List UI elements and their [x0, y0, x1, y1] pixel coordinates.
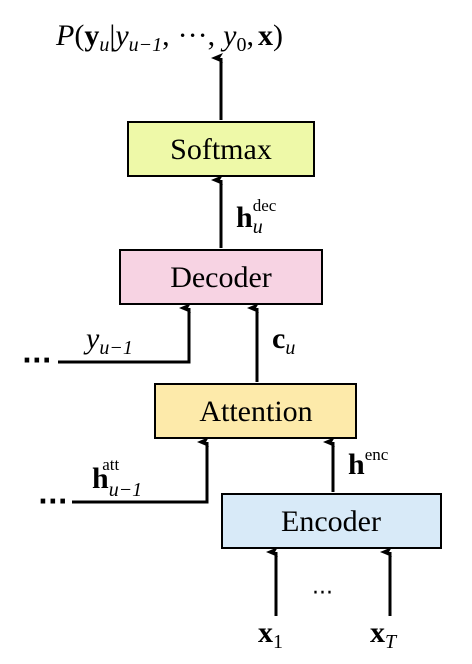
y-prev-dots: ···	[22, 346, 52, 376]
encoder-label: Encoder	[281, 505, 381, 538]
h-enc-label: henc	[348, 445, 389, 481]
input-dots: ···	[312, 581, 333, 606]
h-att-arrow	[72, 437, 209, 504]
attention-box: Attention	[154, 383, 357, 439]
y-prev-label: yu−1	[83, 322, 133, 359]
x1-label: x1	[258, 616, 283, 653]
xT-label: xT	[370, 616, 398, 653]
attention-label: Attention	[199, 395, 312, 428]
output-probability-formula: P(yu|yu−1,···,y0,x)	[55, 19, 283, 56]
decoder-box: Decoder	[119, 249, 323, 305]
h-dec-label: hudec	[236, 196, 277, 238]
softmax-box: Softmax	[127, 121, 315, 177]
c-u-label: cu	[272, 322, 295, 359]
y-prev-arrow	[58, 303, 191, 364]
h-att-label: hu−1att	[92, 455, 142, 501]
softmax-label: Softmax	[170, 133, 272, 166]
h-att-dots: ···	[38, 487, 68, 517]
encoder-box: Encoder	[221, 493, 442, 549]
decoder-label: Decoder	[170, 261, 272, 294]
